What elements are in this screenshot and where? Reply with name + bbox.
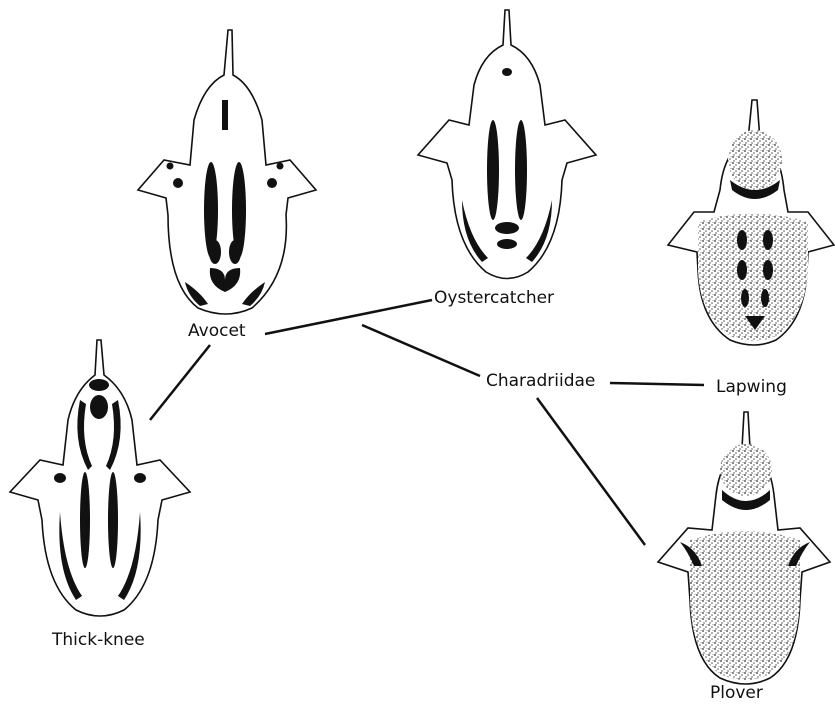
lapwing-pattern-icon — [668, 100, 834, 345]
label-plover: Plover — [710, 685, 763, 702]
label-avocet: Avocet — [188, 323, 246, 340]
line-junction-charadriidae — [362, 325, 480, 376]
line-charadriidae-lapwing — [610, 383, 704, 385]
plover-pattern-icon — [658, 412, 830, 684]
line-avocet-thick-knee — [150, 345, 210, 420]
thick-knee-pattern-icon — [10, 340, 190, 616]
label-thick-knee: Thick-knee — [52, 632, 145, 649]
label-charadriidae: Charadriidae — [486, 373, 595, 390]
line-charadriidae-plover — [537, 398, 645, 545]
label-oystercatcher: Oystercatcher — [434, 290, 554, 307]
oystercatcher-pattern-icon — [418, 10, 596, 279]
line-avocet-oystercatcher — [265, 300, 432, 334]
label-lapwing: Lapwing — [716, 379, 787, 396]
avocet-pattern-icon — [138, 30, 316, 314]
